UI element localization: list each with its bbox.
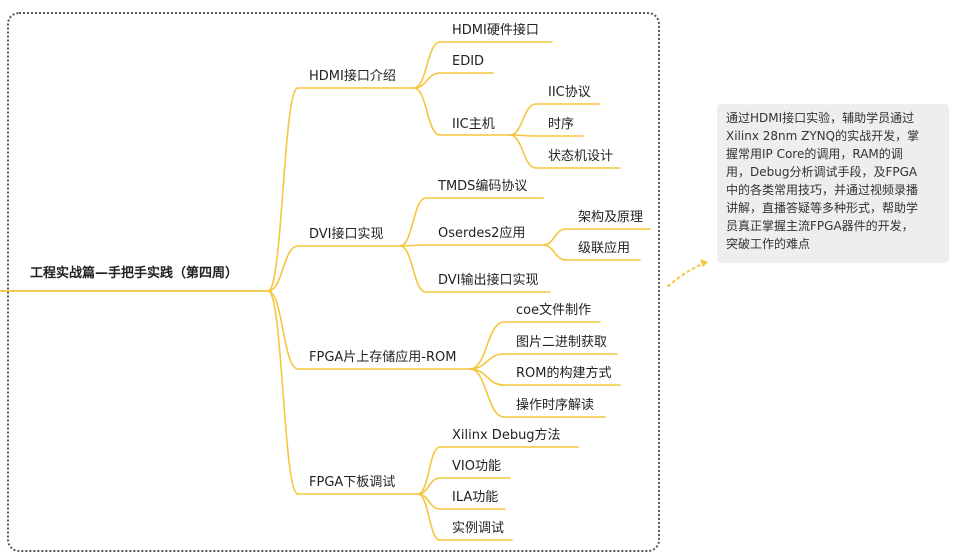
- topic-connector: [417, 446, 441, 495]
- topic-connector: [469, 321, 505, 370]
- topic-cascade[interactable]: 级联应用: [578, 241, 631, 256]
- topic-coe[interactable]: coe文件制作: [516, 303, 592, 318]
- topic-connector: [399, 245, 427, 293]
- subtopic-connector: [509, 103, 537, 136]
- topic-connector: [413, 72, 441, 89]
- summary-note-text: 通过HDMI接口实验，辅助学员通过 Xilinx 28nm ZYNQ的实战开发，…: [726, 111, 920, 251]
- branch-connector: [267, 245, 299, 292]
- topic-iic-master[interactable]: IIC主机: [452, 117, 495, 132]
- topic-connector: [469, 368, 505, 418]
- topic-hdmi-hw[interactable]: HDMI硬件接口: [452, 23, 539, 38]
- topic-connector: [413, 87, 441, 136]
- branch-connector: [267, 290, 299, 370]
- branch-dvi[interactable]: DVI接口实现: [309, 227, 384, 242]
- subtopic-connector: [509, 134, 537, 169]
- mindmap-frame: [7, 12, 660, 552]
- topic-vio[interactable]: VIO功能: [452, 459, 501, 474]
- topic-image-binary[interactable]: 图片二进制获取: [516, 335, 608, 350]
- branch-hdmi[interactable]: HDMI接口介绍: [309, 69, 396, 84]
- topic-edid[interactable]: EDID: [452, 54, 485, 69]
- topic-connector: [417, 493, 441, 541]
- topic-connector: [413, 41, 441, 89]
- topic-xilinx-debug[interactable]: Xilinx Debug方法: [452, 428, 561, 443]
- callout-connector: [667, 261, 709, 287]
- branch-debug[interactable]: FPGA下板调试: [309, 475, 396, 490]
- root-topic[interactable]: 工程实战篇—手把手实践（第四周）: [30, 266, 239, 281]
- topic-example-debug[interactable]: 实例调试: [452, 521, 505, 536]
- topic-connector: [399, 197, 427, 247]
- topic-state-machine[interactable]: 状态机设计: [548, 149, 614, 164]
- topic-oserdes2[interactable]: Oserdes2应用: [438, 226, 526, 241]
- branch-connector: [267, 290, 299, 495]
- topic-tmds[interactable]: TMDS编码协议: [438, 179, 528, 194]
- topic-dvi-output[interactable]: DVI输出接口实现: [438, 273, 539, 288]
- topic-architecture[interactable]: 架构及原理: [578, 210, 644, 225]
- branch-connector: [267, 87, 299, 292]
- branch-rom[interactable]: FPGA片上存储应用-ROM: [309, 350, 457, 365]
- topic-ila[interactable]: ILA功能: [452, 490, 499, 505]
- topic-rom-build[interactable]: ROM的构建方式: [516, 366, 612, 381]
- subtopic-connector: [542, 244, 567, 261]
- summary-note[interactable]: 通过HDMI接口实验，辅助学员通过 Xilinx 28nm ZYNQ的实战开发，…: [717, 104, 949, 263]
- topic-iic-protocol[interactable]: IIC协议: [548, 85, 591, 100]
- subtopic-connector: [542, 228, 567, 246]
- topic-timing[interactable]: 时序: [548, 117, 575, 132]
- topic-op-timing[interactable]: 操作时序解读: [516, 398, 595, 413]
- callout-arrow-icon: [700, 259, 708, 267]
